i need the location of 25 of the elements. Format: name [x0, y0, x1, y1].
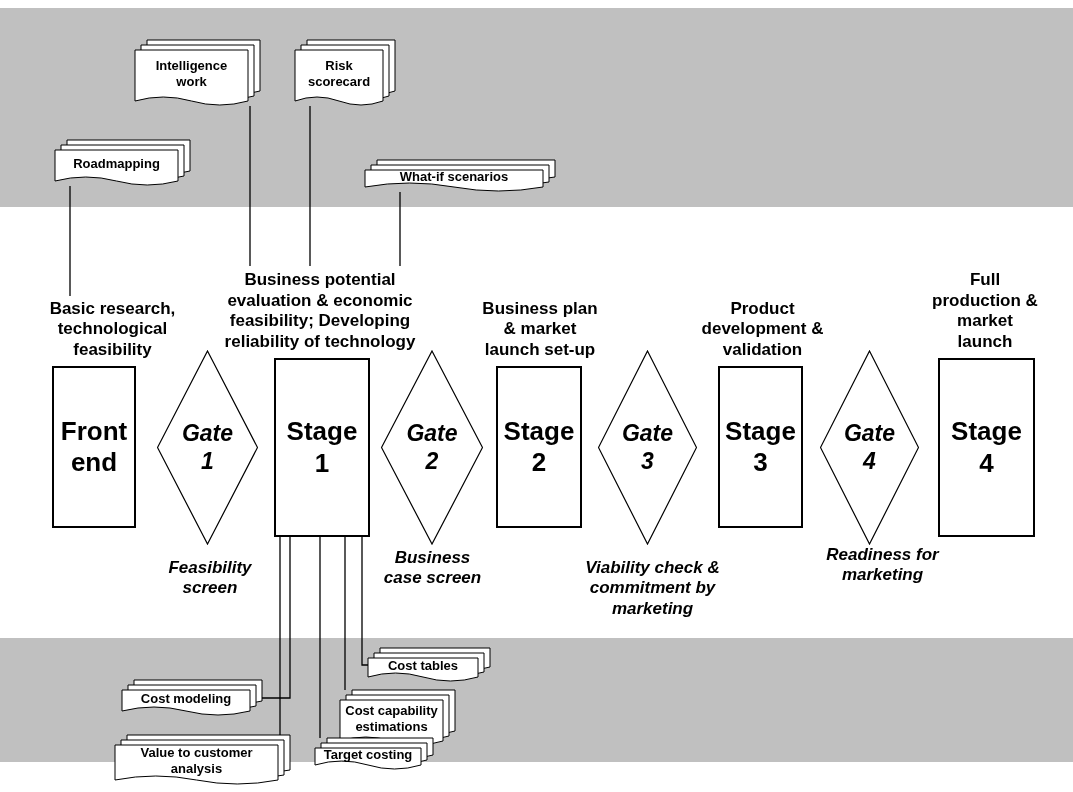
gate-caption: Business case screen: [382, 548, 483, 589]
stage-box: Front end: [52, 366, 136, 528]
gate-caption: Feasibility screen: [167, 558, 253, 599]
stage-heading: Business plan & market launch set-up: [481, 298, 599, 360]
connector-line: [319, 536, 321, 739]
stage-box: Stage 4: [938, 358, 1035, 537]
connector-line: [279, 536, 281, 736]
stage-box: Stage 3: [718, 366, 803, 528]
connector-line: [261, 536, 291, 699]
connector-line: [361, 536, 369, 666]
stage-heading: Business potential evaluation & economic feasibility; Developing reliability of technology: [223, 270, 417, 352]
stage-box: Stage 1: [274, 358, 370, 537]
gate-diamond: Gate 3: [598, 350, 697, 545]
gate-diamond: Gate 1: [157, 350, 258, 545]
connector-line: [344, 536, 346, 691]
gate-diamond: Gate 4: [820, 350, 919, 545]
connector-line: [249, 105, 251, 267]
stage-box: Stage 2: [496, 366, 582, 528]
connector-line: [399, 191, 401, 267]
gate-caption: Viability check & commitment by marketing: [584, 558, 721, 620]
connector-line: [309, 105, 311, 267]
gate-caption: Readiness for marketing: [825, 545, 941, 586]
gate-diamond: Gate 2: [381, 350, 483, 545]
connector-line: [69, 185, 71, 297]
stage-heading: Full production & market launch: [931, 270, 1039, 352]
